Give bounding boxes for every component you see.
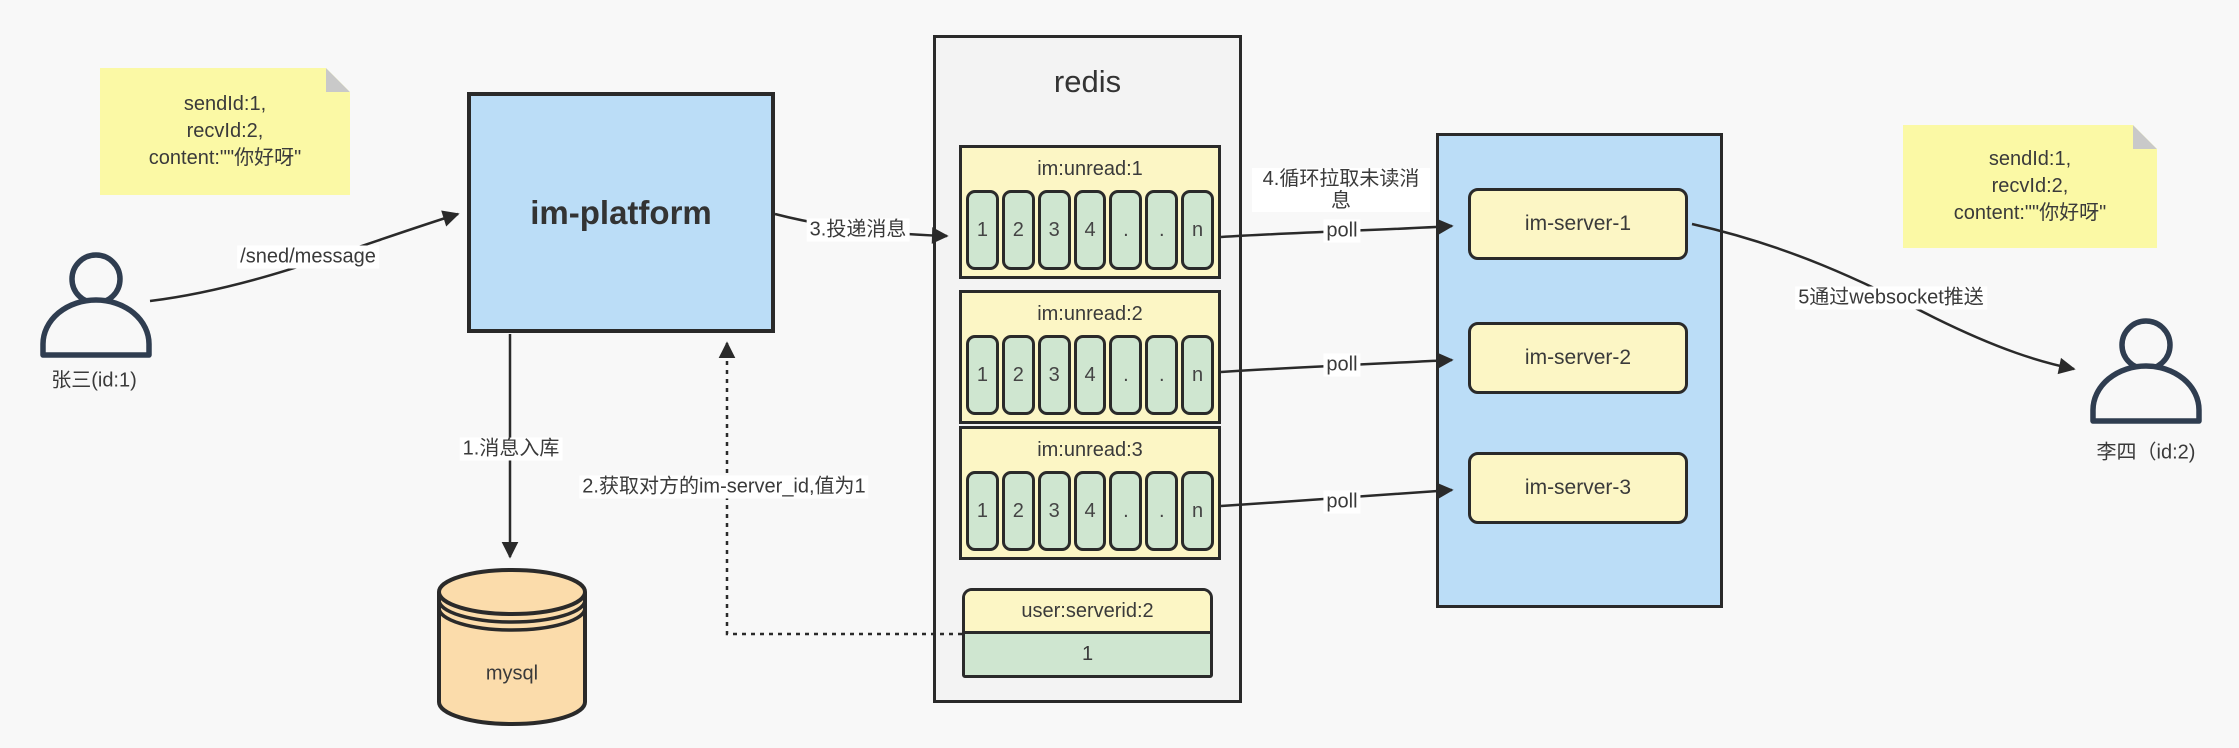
queue-title: im:unread:2 (1037, 303, 1143, 325)
queue-cell: . (1145, 335, 1179, 415)
redis-queue-unread-2: im:unread:2 1 2 3 4 . . n (959, 290, 1221, 424)
im-platform-label: im-platform (530, 193, 712, 231)
queue-cells: 1 2 3 4 . . n (962, 335, 1218, 421)
queue-cells: 1 2 3 4 . . n (962, 471, 1218, 557)
sender-label: 张三(id:1) (51, 369, 137, 392)
queue-cell: 4 (1073, 335, 1107, 415)
note-line: sendId:1, (1988, 148, 2072, 170)
im-server-cluster: im-server-1 im-server-2 im-server-3 (1436, 133, 1723, 608)
queue-title: im:unread:3 (1037, 439, 1143, 461)
queue-cell: . (1109, 471, 1143, 551)
im-server-1-box: im-server-1 (1468, 188, 1688, 260)
im-platform-box: im-platform (467, 92, 775, 333)
mysql-label: mysql (485, 662, 539, 685)
note-fold-icon (2133, 125, 2157, 149)
user-icon (40, 252, 152, 358)
receiver-label: 李四（id:2) (2096, 441, 2196, 464)
im-server-3-label: im-server-3 (1524, 476, 1632, 499)
queue-cell: 3 (1037, 471, 1071, 551)
queue-cell: n (1181, 190, 1215, 270)
queue-cell: . (1109, 335, 1143, 415)
note-line: content:""你好呀" (1953, 202, 2107, 224)
redis-queue-unread-1: im:unread:1 1 2 3 4 . . n (959, 145, 1221, 279)
im-server-3-box: im-server-3 (1468, 452, 1688, 524)
note-line: sendId:1, (183, 93, 267, 115)
database-icon (437, 568, 587, 726)
queue-cells: 1 2 3 4 . . n (962, 190, 1218, 276)
queue-cell: 4 (1073, 190, 1107, 270)
redis-user-serverid-box: user:serverid:2 1 (962, 588, 1213, 678)
queue-cell: . (1145, 190, 1179, 270)
queue-cell: n (1181, 335, 1215, 415)
note-line: recvId:2, (1991, 175, 2069, 197)
queue-cell: 1 (966, 190, 999, 270)
queue-cell: 3 (1037, 335, 1071, 415)
user-icon (2090, 318, 2202, 424)
queue-cell: 4 (1073, 471, 1107, 551)
queue-cell: 1 (966, 471, 999, 551)
queue-cell: 2 (1001, 335, 1035, 415)
note-line: content:""你好呀" (148, 147, 302, 169)
im-server-1-label: im-server-1 (1524, 212, 1632, 235)
queue-cell: n (1181, 471, 1215, 551)
redis-title: redis (1053, 64, 1122, 99)
queue-cell: 1 (966, 335, 999, 415)
im-server-2-label: im-server-2 (1524, 346, 1632, 369)
queue-title: im:unread:1 (1037, 158, 1143, 180)
queue-cell: . (1109, 190, 1143, 270)
queue-cell: . (1145, 471, 1179, 551)
queue-cell: 2 (1001, 190, 1035, 270)
queue-cell: 3 (1037, 190, 1071, 270)
sticky-note-right: sendId:1, recvId:2, content:""你好呀" (1903, 125, 2157, 248)
sticky-note-left: sendId:1, recvId:2, content:""你好呀" (100, 68, 350, 195)
queue-cell: 2 (1001, 471, 1035, 551)
im-server-2-box: im-server-2 (1468, 322, 1688, 394)
user-serverid-value: 1 (965, 634, 1210, 675)
redis-container: redis im:unread:1 1 2 3 4 . . n im:unrea… (933, 35, 1242, 703)
redis-queue-unread-3: im:unread:3 1 2 3 4 . . n (959, 426, 1221, 560)
note-fold-icon (326, 68, 350, 92)
note-line: recvId:2, (186, 120, 264, 142)
user-serverid-key: user:serverid:2 (965, 591, 1210, 634)
